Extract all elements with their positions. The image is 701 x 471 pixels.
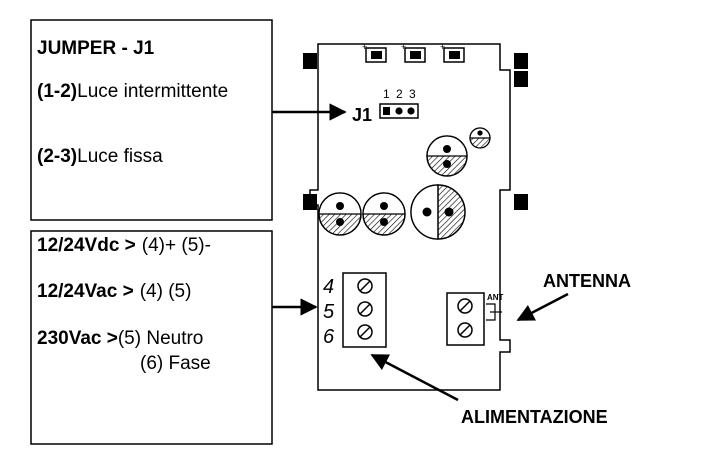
board-clip-right-bottom bbox=[514, 194, 528, 210]
arrow-power bbox=[370, 353, 459, 402]
jumper-j1: J1 1 2 3 bbox=[352, 87, 419, 125]
terminal-number-6: 6 bbox=[323, 326, 335, 348]
power-row-230-phase: (6) Fase bbox=[140, 353, 211, 374]
svg-text:+: + bbox=[401, 42, 406, 52]
power-info-box: 12/24Vdc >(4)+ (5)- 12/24Vac >(4) (5) 23… bbox=[30, 230, 273, 445]
circuit-board: + + + J1 1 2 3 bbox=[303, 42, 528, 391]
svg-text:+: + bbox=[440, 42, 445, 52]
jumper-option-2: (2-3)Luce fissa bbox=[37, 146, 163, 167]
antenna-label: ANTENNA bbox=[543, 271, 631, 291]
jumper-pin-1: 1 bbox=[383, 87, 390, 101]
power-terminal-block: 4 5 6 bbox=[323, 272, 387, 348]
board-clip-right-mid bbox=[514, 71, 528, 87]
jumper-pin-2: 2 bbox=[396, 87, 403, 101]
ant-label: ANT bbox=[487, 293, 504, 302]
led-connector: + bbox=[362, 42, 387, 63]
led-connectors: + + + bbox=[362, 42, 465, 63]
terminal-screw bbox=[457, 322, 473, 338]
power-label: ALIMENTAZIONE bbox=[461, 407, 608, 427]
terminal-screw bbox=[357, 324, 373, 340]
led-connector: + bbox=[440, 42, 465, 63]
terminal-screw bbox=[357, 301, 373, 317]
capacitor-upper bbox=[426, 135, 468, 177]
svg-text:+: + bbox=[362, 42, 367, 52]
capacitor-middle bbox=[362, 192, 406, 236]
jumper-info-box: JUMPER - J1 (1-2)Luce intermittente (2-3… bbox=[30, 19, 273, 221]
terminal-number-4: 4 bbox=[323, 276, 334, 298]
jumper-option-1: (1-2)Luce intermittente bbox=[37, 81, 228, 102]
terminal-screw bbox=[457, 298, 473, 314]
board-clip-left-top bbox=[303, 53, 317, 69]
capacitor-large bbox=[410, 184, 466, 240]
capacitor-left bbox=[318, 192, 362, 236]
power-row-vac: 12/24Vac >(4) (5) bbox=[37, 281, 191, 302]
jumper-j1-label: J1 bbox=[352, 105, 372, 125]
arrow-antenna bbox=[516, 292, 569, 322]
antenna-terminal-block: ANT bbox=[446, 292, 504, 346]
power-row-230-neutral: 230Vac >(5) Neutro bbox=[37, 328, 203, 349]
small-capacitor bbox=[469, 127, 491, 149]
led-connector: + bbox=[401, 42, 426, 63]
terminal-screw bbox=[357, 278, 373, 294]
board-clip-left-bottom bbox=[303, 194, 317, 210]
power-row-vdc: 12/24Vdc >(4)+ (5)- bbox=[37, 235, 211, 256]
terminal-number-5: 5 bbox=[323, 301, 335, 323]
jumper-pin-3: 3 bbox=[409, 87, 416, 101]
jumper-title: JUMPER - J1 bbox=[37, 38, 155, 59]
board-clip-right-top bbox=[514, 53, 528, 69]
